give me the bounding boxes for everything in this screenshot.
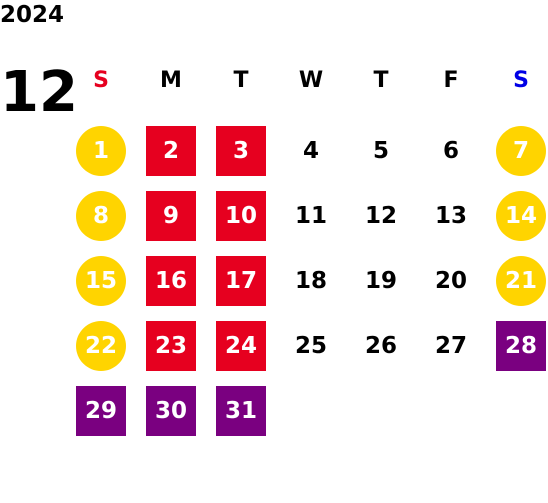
day-number: 2 [146,125,196,176]
day-cell[interactable]: 11 [276,183,346,248]
weekday-label: S [93,67,109,93]
day-number: 31 [216,385,266,436]
day-cell[interactable]: 10 [206,183,276,248]
day-cell[interactable]: 8 [66,183,136,248]
day-cell[interactable]: 14 [486,183,548,248]
calendar-year: 2024 [0,2,65,28]
day-number: 27 [434,332,467,359]
day-number: 5 [372,137,389,164]
day-number: 24 [216,320,266,371]
day-number: 1 [76,125,126,176]
weekday-label: M [160,67,182,93]
weekday-label: W [298,67,324,93]
day-cell[interactable]: 25 [276,313,346,378]
day-number: 19 [364,267,397,294]
day-number: 10 [216,190,266,241]
day-cell[interactable]: 21 [486,248,548,313]
day-number: 23 [146,320,196,371]
weekday-label: T [233,67,249,93]
day-cell[interactable]: 13 [416,183,486,248]
day-cell[interactable]: 16 [136,248,206,313]
day-number: 6 [442,137,459,164]
day-number: 11 [294,202,327,229]
day-number: 13 [434,202,467,229]
day-number: 12 [364,202,397,229]
day-cell[interactable]: 1 [66,118,136,183]
day-number: 7 [496,125,546,176]
day-cell[interactable]: 18 [276,248,346,313]
day-cell[interactable]: 9 [136,183,206,248]
day-cell[interactable]: 28 [486,313,548,378]
day-number: 3 [216,125,266,176]
day-cell[interactable]: 7 [486,118,548,183]
day-number: 8 [76,190,126,241]
day-number: 20 [434,267,467,294]
day-cell[interactable]: 17 [206,248,276,313]
day-number: 22 [76,320,126,371]
day-number: 15 [76,255,126,306]
day-cell[interactable]: 3 [206,118,276,183]
day-number: 21 [496,255,546,306]
day-number: 29 [76,385,126,436]
day-cell[interactable]: 19 [346,248,416,313]
day-number: 17 [216,255,266,306]
weekday-label: T [373,67,389,93]
day-cell[interactable]: 30 [136,378,206,443]
day-number: 25 [294,332,327,359]
day-cell[interactable]: 20 [416,248,486,313]
day-cell[interactable]: 29 [66,378,136,443]
day-cell[interactable]: 31 [206,378,276,443]
day-number: 4 [302,137,319,164]
day-number: 18 [294,267,327,294]
day-cell[interactable]: 12 [346,183,416,248]
weekday-label: F [443,67,459,93]
day-cell[interactable]: 24 [206,313,276,378]
day-cell[interactable]: 27 [416,313,486,378]
day-number: 26 [364,332,397,359]
weekday-label: S [513,67,529,93]
day-cell[interactable]: 2 [136,118,206,183]
day-cell[interactable]: 15 [66,248,136,313]
calendar-month: 12 [0,60,78,125]
day-number: 30 [146,385,196,436]
day-cell[interactable]: 26 [346,313,416,378]
day-number: 14 [496,190,546,241]
day-number: 9 [146,190,196,241]
day-number: 28 [496,320,546,371]
day-cell[interactable]: 4 [276,118,346,183]
day-cell[interactable]: 23 [136,313,206,378]
day-cell[interactable]: 22 [66,313,136,378]
day-cell[interactable]: 5 [346,118,416,183]
day-number: 16 [146,255,196,306]
day-cell[interactable]: 6 [416,118,486,183]
